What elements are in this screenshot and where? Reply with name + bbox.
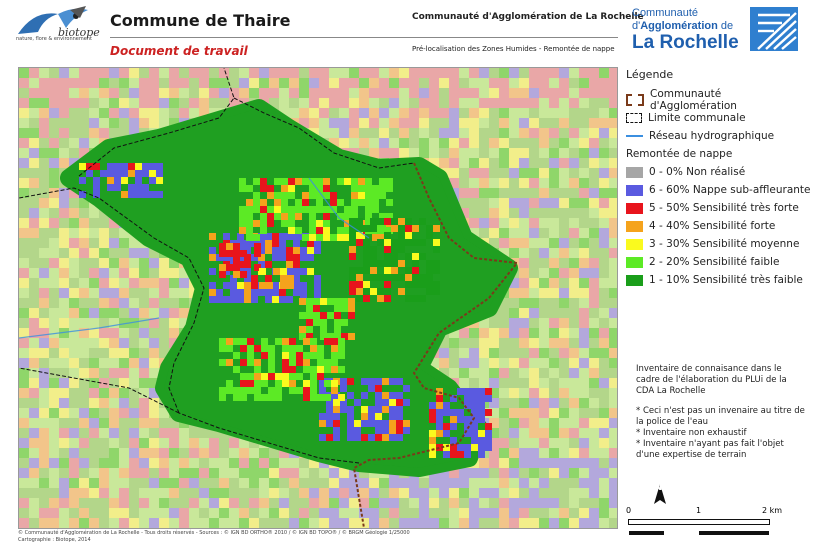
la-rochelle-emblem-icon <box>750 7 798 51</box>
legend-label: Communauté d'Agglomération <box>650 88 737 112</box>
page-title: Commune de Thaire <box>110 11 291 30</box>
footer-line-1: © Communauté d'Agglomération de La Roche… <box>18 530 410 536</box>
map-svg <box>19 68 617 528</box>
scale-label-2: 2 km <box>762 506 783 515</box>
legend-row-hydro: Réseau hydrographique <box>626 127 811 145</box>
logo-line-2b: Agglomération <box>640 20 718 32</box>
legend-label: Réseau hydrographique <box>649 130 775 142</box>
note-bullet: * Inventaire non exhaustif <box>636 428 747 438</box>
legend-swatch <box>626 238 643 250</box>
legend-class-label: 6 - 60% Nappe sub-affleurante <box>649 184 811 196</box>
logo-line-2c: de <box>717 20 734 32</box>
legend-swatch <box>626 274 643 286</box>
legend-class-row: 4 - 40% Sensibilité forte <box>626 217 811 235</box>
legend-swatch <box>626 184 643 196</box>
note-bullet: * Ceci n'est pas un invenaire au titre d… <box>636 406 805 427</box>
map-title: Pré-localisation des Zones Humides - Rem… <box>412 45 615 53</box>
commune-boundary-icon <box>626 113 642 123</box>
footer-line-2: Cartographie : Biotope, 2014 <box>18 537 91 543</box>
organization-name: Communauté d'Agglomération de La Rochell… <box>412 12 644 22</box>
legend-class-row: 3 - 30% Sensibilité moyenne <box>626 235 811 253</box>
legend-title: Légende <box>626 68 674 81</box>
legend-swatch <box>626 166 643 178</box>
legend-swatch <box>626 220 643 232</box>
legend: Légende Communauté d'Agglomération Limit… <box>626 68 811 289</box>
legend-class-label: 5 - 50% Sensibilité très forte <box>649 202 799 214</box>
note-paragraph: Inventaire de connaisance dans le cadre … <box>636 364 787 396</box>
logo-line-3: La Rochelle <box>632 32 739 53</box>
agglo-boundary-icon <box>626 94 644 106</box>
scale-bar-outline <box>628 519 770 535</box>
biotope-tagline: nature, flore & environnement <box>16 36 92 42</box>
logo-line-2a: d' <box>632 20 641 32</box>
biotope-logo: biotope nature, flore & environnement <box>14 4 100 44</box>
scale-label-0: 0 <box>626 506 632 515</box>
legend-row-commune: Limite communale <box>626 109 811 127</box>
scale-bar: 0 1 2 km <box>626 506 806 535</box>
note-bullet: * Inventaire n'ayant pas fait l'objet d'… <box>636 439 784 460</box>
legend-class-row: 2 - 20% Sensibilité faible <box>626 253 811 271</box>
north-label: N <box>654 482 663 493</box>
legend-swatch <box>626 256 643 268</box>
biotope-brand: biotope <box>58 26 100 39</box>
legend-class-row: 0 - 0% Non réalisé <box>626 163 811 181</box>
legend-label: Limite communale <box>648 112 746 124</box>
legend-class-label: 2 - 20% Sensibilité faible <box>649 256 780 268</box>
legend-class-row: 1 - 10% Sensibilité très faible <box>626 271 811 289</box>
header-divider <box>110 37 618 38</box>
north-arrow-icon <box>654 484 666 504</box>
legend-class-label: 4 - 40% Sensibilité forte <box>649 220 776 232</box>
legend-class-label: 3 - 30% Sensibilité moyenne <box>649 238 800 250</box>
inner-cells <box>79 163 492 458</box>
legend-class-label: 1 - 10% Sensibilité très faible <box>649 274 803 286</box>
legend-class-row: 6 - 60% Nappe sub-affleurante <box>626 181 811 199</box>
logo-line-2: d'Agglomération de <box>632 20 733 32</box>
scale-label-1: 1 <box>696 506 702 515</box>
hydro-network <box>19 177 370 339</box>
page-subtitle: Document de travail <box>110 44 248 58</box>
legend-class-label: 0 - 0% Non réalisé <box>649 166 746 178</box>
legend-classes: 0 - 0% Non réalisé 6 - 60% Nappe sub-affl… <box>626 163 811 289</box>
inventory-note: Inventaire de connaisance dans le cadre … <box>636 364 806 461</box>
biotope-logo-icon <box>18 6 88 34</box>
commune-boundary <box>19 68 415 464</box>
map-canvas[interactable] <box>18 67 618 529</box>
legend-class-row: 5 - 50% Sensibilité très forte <box>626 199 811 217</box>
footer-credits: © Communauté d'Agglomération de La Roche… <box>18 530 410 544</box>
la-rochelle-logo: Communauté d'Agglomération de La Rochell… <box>632 5 802 57</box>
legend-swatch <box>626 202 643 214</box>
hydro-line-icon <box>626 135 643 137</box>
logo-line-1: Communauté <box>632 7 699 19</box>
north-arrow: N <box>652 482 668 506</box>
communauté-boundary <box>352 162 519 528</box>
legend-section-title: Remontée de nappe <box>626 148 733 160</box>
legend-row-agglo: Communauté d'Agglomération <box>626 88 811 112</box>
